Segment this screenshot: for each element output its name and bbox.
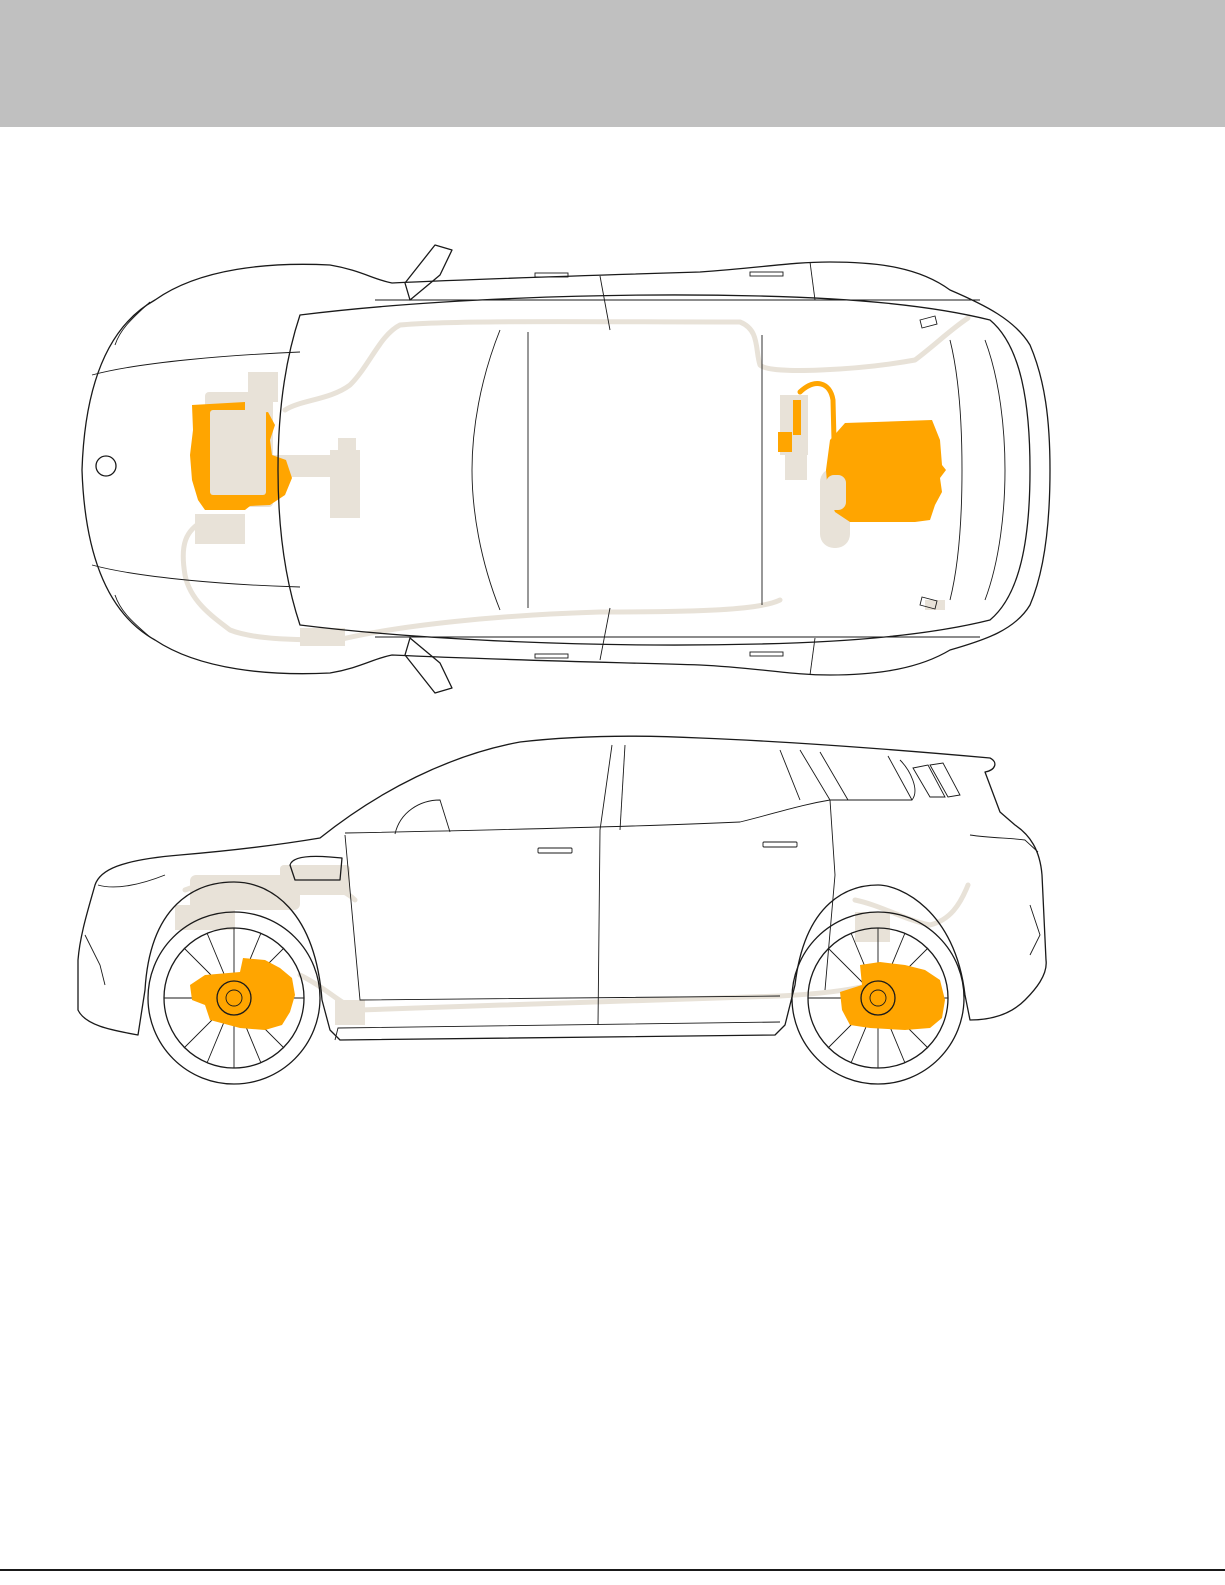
- side-front-drive-unit: [190, 958, 295, 1030]
- top-view: [82, 245, 1050, 693]
- side-rear-drive-unit: [840, 962, 945, 1030]
- side-view: [78, 736, 1046, 1084]
- footer-rule: [0, 1569, 1225, 1571]
